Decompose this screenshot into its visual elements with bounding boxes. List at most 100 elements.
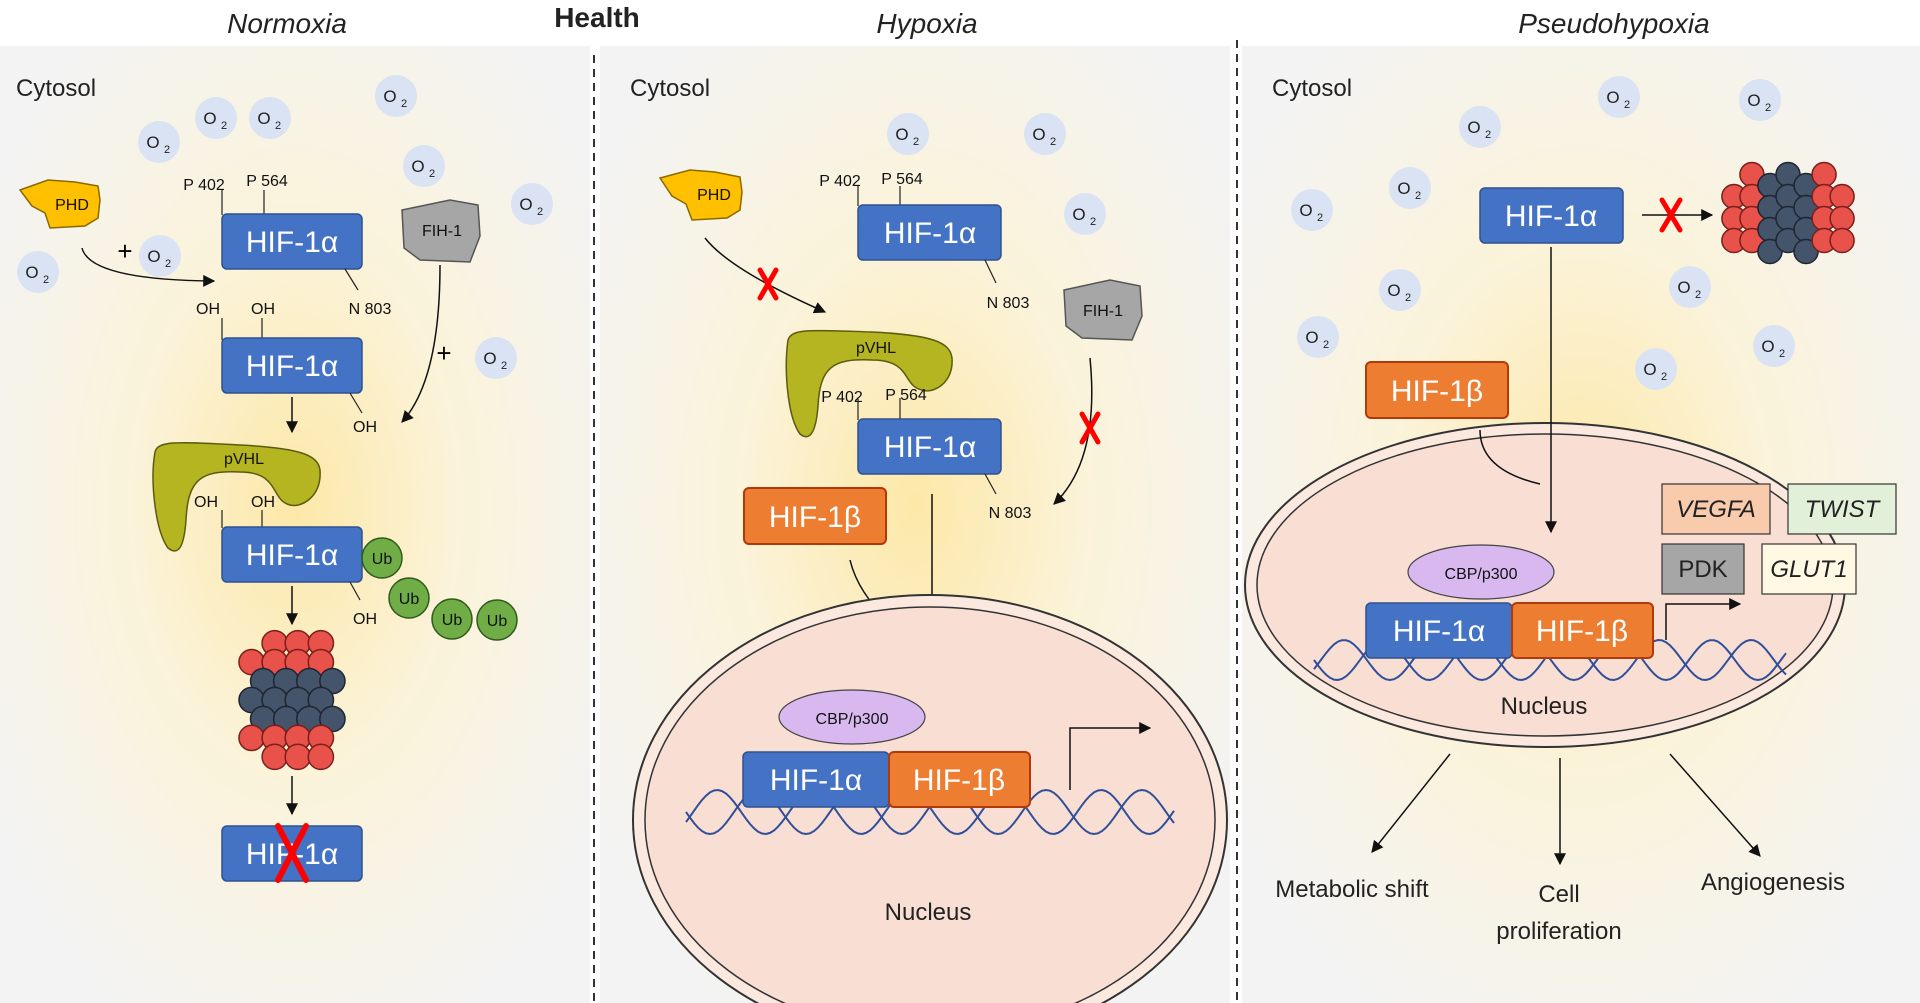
- svg-text:HIF-1α: HIF-1α: [770, 764, 862, 797]
- svg-text:O: O: [1643, 360, 1656, 379]
- svg-text:O: O: [1747, 91, 1760, 110]
- transcription-arrow-hypoxia: [1069, 722, 1152, 790]
- heading-pseudohypoxia: Pseudohypoxia: [1518, 8, 1709, 39]
- gene-vegfa-box: [1661, 483, 1771, 535]
- svg-text:O: O: [383, 87, 396, 106]
- svg-text:FIH-1: FIH-1: [422, 223, 462, 240]
- svg-text:HIF-1α: HIF-1α: [1505, 200, 1597, 233]
- phd-enzyme-normoxia: PHD: [18, 179, 101, 229]
- svg-text:2: 2: [165, 258, 171, 270]
- residue-p564-h2: P 564: [885, 387, 927, 404]
- svg-text:2: 2: [1323, 339, 1329, 351]
- svg-text:pVHL: pVHL: [856, 340, 896, 357]
- svg-text:CBP/p300: CBP/p300: [1445, 566, 1518, 583]
- arrow-fih-to-hif: [401, 264, 441, 423]
- svg-text:HIF-1α: HIF-1α: [246, 226, 338, 259]
- svg-text:O: O: [1299, 201, 1312, 220]
- gene-twist-box: [1787, 483, 1897, 535]
- svg-text:O: O: [519, 195, 532, 214]
- svg-text:O: O: [1397, 179, 1410, 198]
- svg-text:TWIST: TWIST: [1805, 496, 1882, 523]
- svg-text:2: 2: [1405, 292, 1411, 304]
- svg-text:2: 2: [429, 168, 435, 180]
- svg-text:pVHL: pVHL: [224, 451, 264, 468]
- hif1a-box-n2: [221, 337, 363, 394]
- svg-text:O: O: [147, 247, 160, 266]
- svg-text:Ub: Ub: [487, 613, 508, 630]
- proteasome-normoxia: [238, 629, 346, 771]
- svg-text:2: 2: [501, 360, 507, 372]
- svg-text:2: 2: [537, 206, 543, 218]
- residue-p564-h1: P 564: [881, 171, 923, 188]
- cbp-p300-pseudohypoxia: [1407, 544, 1555, 600]
- svg-text:2: 2: [1779, 348, 1785, 360]
- svg-text:O: O: [1677, 278, 1690, 297]
- svg-text:CBP/p300: CBP/p300: [816, 711, 889, 728]
- hif1b-box-h2: [888, 751, 1031, 808]
- cytosol-label-pseudohypoxia: Cytosol: [1272, 75, 1352, 102]
- residue-n803-h2: N 803: [989, 505, 1032, 522]
- hif1a-box-p1: [1479, 187, 1624, 244]
- svg-text:2: 2: [1050, 136, 1056, 148]
- residue-n803-h1: N 803: [987, 295, 1030, 312]
- oh-n2c: OH: [353, 419, 377, 436]
- residue-p402-h2: P 402: [821, 389, 863, 406]
- transcription-arrow-pseudohypoxia: [1665, 598, 1742, 640]
- arrow-phd-to-hif: [81, 247, 216, 287]
- arrow-hif1b-to-nucleus-p: [1479, 429, 1541, 485]
- svg-text:2: 2: [164, 144, 170, 156]
- svg-text:O: O: [1305, 328, 1318, 347]
- oh-n2b: OH: [251, 301, 275, 318]
- svg-text:Ub: Ub: [442, 612, 463, 629]
- svg-text:2: 2: [1661, 371, 1667, 383]
- svg-text:HIF-1α: HIF-1α: [884, 217, 976, 250]
- svg-text:2: 2: [1624, 99, 1630, 111]
- outcome-cell-line2: proliferation: [1496, 918, 1621, 945]
- cytosol-label-normoxia: Cytosol: [16, 75, 96, 102]
- oh-n3c: OH: [353, 611, 377, 628]
- gene-glut1-box: [1761, 543, 1857, 595]
- hif1a-box-h1: [857, 204, 1002, 261]
- svg-text:O: O: [203, 109, 216, 128]
- svg-text:O: O: [483, 349, 496, 368]
- svg-text:O: O: [1467, 118, 1480, 137]
- residue-p402-n1: P 402: [183, 177, 225, 194]
- ubiquitin-chain: Ub Ub Ub Ub: [361, 537, 518, 641]
- heading-hypoxia: Hypoxia: [876, 8, 977, 39]
- svg-text:2: 2: [275, 120, 281, 132]
- oh-n3a: OH: [194, 494, 218, 511]
- svg-text:PHD: PHD: [697, 187, 731, 204]
- heading-normoxia: Normoxia: [227, 8, 347, 39]
- nucleus-label-pseudohypoxia: Nucleus: [1501, 693, 1588, 720]
- plus-sign-2: +: [436, 338, 451, 368]
- svg-text:2: 2: [1695, 289, 1701, 301]
- gene-pdk-box: [1661, 543, 1745, 595]
- outcome-angiogenesis: Angiogenesis: [1701, 869, 1845, 896]
- svg-text:O: O: [257, 109, 270, 128]
- svg-text:HIF-1β: HIF-1β: [1536, 615, 1628, 648]
- svg-text:O: O: [1032, 125, 1045, 144]
- oh-n3b: OH: [251, 494, 275, 511]
- svg-text:2: 2: [1765, 102, 1771, 114]
- svg-text:HIF-1α: HIF-1α: [246, 350, 338, 383]
- svg-text:2: 2: [1415, 190, 1421, 202]
- svg-text:O: O: [895, 125, 908, 144]
- oh-n2a: OH: [196, 301, 220, 318]
- plus-sign-1: +: [117, 236, 132, 266]
